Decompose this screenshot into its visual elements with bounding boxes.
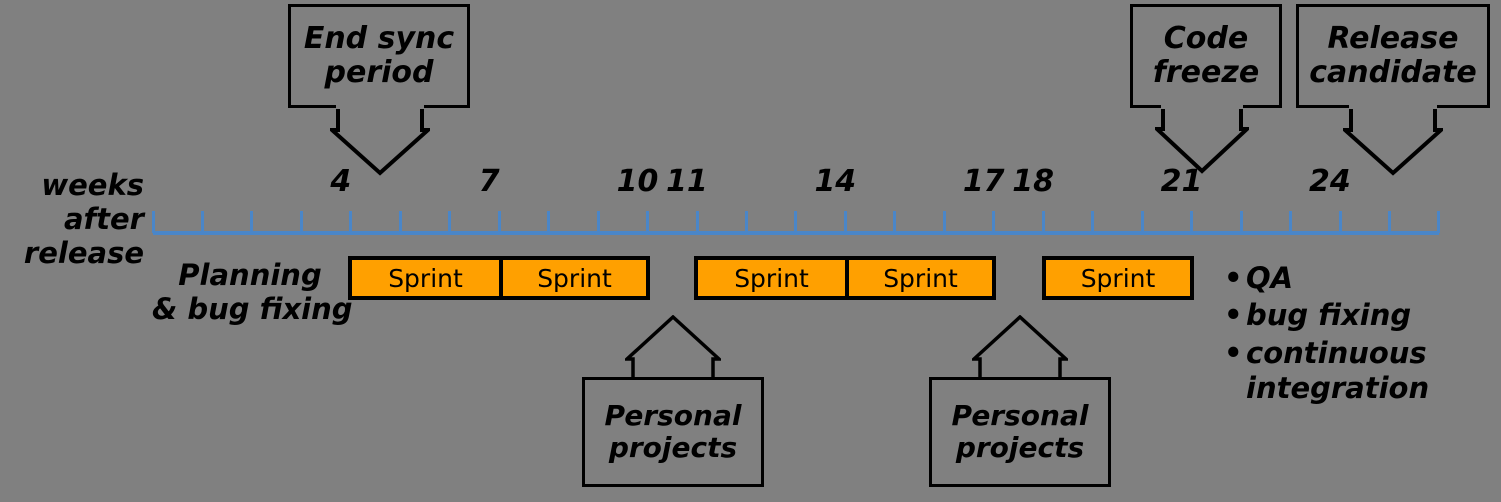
sprint-group-2: Sprint Sprint (694, 256, 996, 300)
arrow-down-icon-release-candidate (1343, 104, 1443, 176)
callout-line: candidate (1309, 55, 1477, 90)
timeline-tick-label: 10 (616, 164, 659, 199)
timeline-tick (1140, 211, 1144, 233)
timeline-tick (646, 211, 650, 233)
timeline-tick-label: 17 (962, 164, 1005, 199)
timeline-tick-label: 14 (814, 164, 857, 199)
timeline-tick (151, 211, 155, 233)
axis-caption-weeks-after-release: weeks after release (8, 168, 144, 271)
callout-end-sync-period: End sync period (288, 4, 470, 108)
sprint-group-3: Sprint (1042, 256, 1194, 300)
timeline-tick (1338, 211, 1342, 233)
timeline-tick (299, 211, 303, 233)
callout-line: Release (1327, 21, 1459, 57)
arrow-up-icon-personal-projects-2 (972, 315, 1068, 383)
notebox-line: Personal (604, 399, 742, 433)
bullet-line: integration (1246, 371, 1430, 406)
timeline-tick (349, 211, 353, 233)
timeline-tick-label: 21 (1160, 164, 1203, 199)
callout-line: freeze (1152, 55, 1260, 90)
callout-line: End sync (303, 21, 455, 57)
notebox-personal-projects-2: Personal projects (929, 377, 1111, 487)
timeline-tick-label: 11 (666, 164, 708, 199)
arrow-up-icon-personal-projects-1 (625, 315, 721, 383)
timeline-tick (1190, 211, 1194, 233)
sprint-box[interactable]: Sprint (698, 260, 845, 296)
timeline-tick (596, 211, 600, 233)
bullet-line: continuous (1246, 335, 1427, 370)
planning-line: Planning (178, 258, 322, 292)
timeline-tick-label: 4 (330, 164, 352, 199)
timeline-tick (1041, 211, 1045, 233)
planning-and-bug-fixing-label: Planning & bug fixing (152, 258, 353, 327)
timeline-tick (1437, 211, 1441, 233)
arrow-down-icon-end-sync-period (330, 104, 430, 176)
timeline-tick (794, 211, 798, 233)
activities-bullet-list: • QA • bug fixing • continuous integrati… (1224, 261, 1429, 409)
axis-caption-line: release (23, 236, 144, 271)
arrow-down-icon-code-freeze (1155, 104, 1249, 174)
sprint-box[interactable]: Sprint (845, 260, 992, 296)
timeline-tick (448, 211, 452, 233)
callout-line: Code (1163, 21, 1249, 57)
notebox-line: projects (955, 431, 1085, 464)
notebox-line: projects (608, 431, 738, 464)
timeline-tick (200, 211, 204, 233)
bullet-dot-icon: • (1224, 261, 1243, 295)
timeline-tick-label: 24 (1309, 164, 1351, 199)
bullet-dot-icon: • (1224, 335, 1243, 370)
timeline-tick (843, 211, 847, 233)
bullet-text: continuous integration (1246, 336, 1429, 407)
bullet-item-bug-fixing: • bug fixing (1224, 298, 1429, 333)
timeline-axis (153, 231, 1439, 235)
bullet-item-qa: • QA (1224, 261, 1429, 296)
sprint-box[interactable]: Sprint (1046, 260, 1190, 296)
axis-caption-line: weeks (41, 168, 144, 202)
timeline-tick-label: 18 (1012, 164, 1055, 199)
timeline-tick (1289, 211, 1293, 233)
bullet-line: QA (1246, 261, 1294, 295)
bullet-item-continuous-integration: • continuous integration (1224, 336, 1429, 407)
timeline-tick (942, 211, 946, 233)
timeline-tick (1388, 211, 1391, 233)
bullet-dot-icon: • (1224, 298, 1243, 333)
timeline-tick (398, 211, 402, 233)
timeline-tick (992, 211, 996, 233)
bullet-text: QA (1246, 261, 1293, 296)
callout-line: period (324, 55, 434, 90)
timeline-tick (497, 211, 501, 233)
notebox-personal-projects-1: Personal projects (582, 377, 764, 487)
timeline-tick (1091, 211, 1095, 233)
planning-line: & bug fixing (152, 292, 353, 327)
timeline-tick (745, 211, 749, 233)
timeline-tick (695, 211, 699, 233)
timeline-tick (547, 211, 551, 233)
axis-caption-line: after (63, 202, 144, 237)
bullet-line: bug fixing (1246, 298, 1412, 333)
timeline-tick (250, 211, 254, 233)
callout-release-candidate: Release candidate (1296, 4, 1490, 108)
timeline-tick (1239, 211, 1243, 233)
sprint-box[interactable]: Sprint (499, 260, 646, 296)
sprint-box[interactable]: Sprint (352, 260, 499, 296)
timeline-tick-label: 7 (478, 164, 500, 199)
bullet-text: bug fixing (1246, 298, 1411, 333)
callout-code-freeze: Code freeze (1130, 4, 1282, 108)
sprint-group-1: Sprint Sprint (348, 256, 650, 300)
notebox-line: Personal (951, 399, 1089, 433)
timeline-tick (893, 211, 897, 233)
